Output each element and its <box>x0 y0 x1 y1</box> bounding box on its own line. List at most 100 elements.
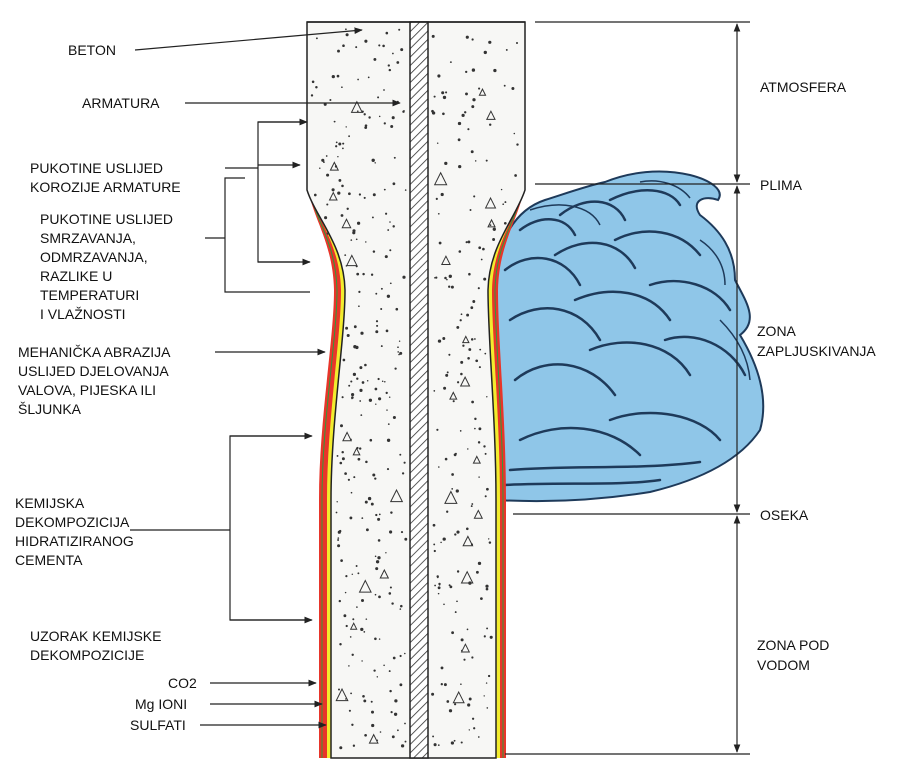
aggregate-dot <box>451 473 454 476</box>
aggregate-dot <box>335 145 338 148</box>
aggregate-dot <box>473 727 476 730</box>
aggregate-dot <box>503 84 506 87</box>
aggregate-dot <box>353 325 357 329</box>
aggregate-dot <box>344 591 347 594</box>
aggregate-dot <box>336 74 340 78</box>
aggregate-stone <box>349 622 358 630</box>
aggregate-dot <box>442 537 446 541</box>
label-uzorak: UZORAK KEMIJSKE DEKOMPOZICIJE <box>30 628 165 663</box>
aggregate-dot <box>438 583 441 586</box>
aggregate-dot <box>468 272 471 276</box>
aggregate-stone <box>329 161 340 171</box>
aggregate-dot <box>338 142 342 146</box>
aggregate-dot <box>458 164 462 169</box>
aggregate-dot <box>362 272 365 276</box>
aggregate-dot <box>448 285 451 288</box>
aggregate-dot <box>375 560 380 564</box>
aggregate-dot <box>374 555 377 558</box>
aggregate-dot <box>372 473 376 477</box>
right-labels: ATMOSFERA PLIMA ZONA ZAPLJUSKIVANJA OSEK… <box>757 79 876 673</box>
label-korozija: PUKOTINE USLIJED KOROZIJE ARMATURE <box>30 160 181 195</box>
aggregate-dot <box>384 255 388 259</box>
aggregate-dot <box>468 729 470 731</box>
aggregate-dot <box>356 221 361 225</box>
aggregate-dot <box>391 602 394 605</box>
smrzavanje-bracket <box>224 177 310 293</box>
aggregate-dot <box>460 683 462 685</box>
aggregate-dot <box>357 457 361 461</box>
aggregate-dot <box>437 466 440 468</box>
aggregate-dot <box>397 346 399 349</box>
aggregate-dot <box>352 231 356 235</box>
aggregate-dot <box>448 584 451 587</box>
aggregate-dot <box>336 501 338 503</box>
wave-curls <box>503 189 747 487</box>
left-labels: BETON ARMATURA PUKOTINE USLIJED KOROZIJE… <box>15 42 197 733</box>
aggregate-dot <box>454 703 457 706</box>
aggregate-dot <box>467 357 470 360</box>
aggregate-dot <box>460 638 464 642</box>
aggregate-dot <box>353 345 357 349</box>
aggregate-stone <box>379 568 390 579</box>
aggregate-dot <box>474 427 476 430</box>
aggregate-dot <box>363 631 366 633</box>
aggregate-dot <box>396 61 400 64</box>
aggregate-dot <box>350 692 353 695</box>
aggregate-stone <box>368 733 379 744</box>
aggregate-dot <box>388 592 392 595</box>
aggregate-dot <box>342 142 345 145</box>
aggregate-dot <box>460 360 464 364</box>
aggregate-stone <box>485 110 496 120</box>
aggregate-dot <box>311 80 315 84</box>
aggregate-dot <box>345 326 349 330</box>
label-mg: Mg IONI <box>135 696 187 712</box>
aggregate-dot <box>350 380 353 383</box>
aggregate-dot <box>479 348 482 351</box>
aggregate-dot <box>385 329 389 333</box>
aggregate-dot <box>373 57 377 61</box>
aggregate-dot <box>321 158 325 162</box>
aggregate-dot <box>378 397 382 401</box>
aggregate-dot <box>492 238 496 241</box>
label-smrzavanje-line: RAZLIKE U <box>40 268 112 284</box>
aggregate-dot <box>465 70 468 74</box>
label-pod-vodom: ZONA POD VODOM <box>757 637 833 673</box>
aggregate-dot <box>462 344 465 347</box>
aggregate-dot <box>449 585 453 589</box>
aggregate-dot <box>352 618 355 621</box>
aggregate-dot <box>372 250 376 253</box>
aggregate-dot <box>352 744 356 747</box>
aggregate-dot <box>487 538 490 540</box>
aggregate-dot <box>470 505 473 508</box>
label-korozija-line: KOROZIJE ARMATURE <box>30 179 181 195</box>
aggregate-dot <box>449 61 452 64</box>
aggregate-dot <box>488 40 492 44</box>
aggregate-dot <box>402 110 405 113</box>
aggregate-dot <box>387 64 390 67</box>
aggregate-dot <box>368 398 373 402</box>
label-kemijska-line: CEMENTA <box>15 552 83 568</box>
aggregate-dot <box>488 541 492 544</box>
aggregate-dot <box>323 161 325 164</box>
aggregate-dot <box>460 313 463 316</box>
aggregate-dot <box>365 528 369 532</box>
wave <box>493 170 765 503</box>
aggregate-dot <box>371 710 374 714</box>
label-uzorak-line: DEKOMPOZICIJE <box>30 647 144 663</box>
aggregate-dot <box>357 78 359 81</box>
aggregate-dot <box>398 353 400 356</box>
aggregate-dot <box>374 387 378 391</box>
aggregate-dot <box>389 689 392 693</box>
aggregate-stone <box>484 196 497 209</box>
aggregate-dot <box>323 102 327 106</box>
aggregate-dot <box>465 35 469 39</box>
aggregate-dot <box>436 428 439 431</box>
aggregate-dot <box>326 232 329 235</box>
aggregate-dot <box>478 366 481 369</box>
aggregate-dot <box>386 468 390 471</box>
aggregate-stone <box>473 509 484 519</box>
aggregate-dot <box>446 510 449 513</box>
aggregate-dot <box>393 156 396 159</box>
aggregate-dot <box>357 572 360 575</box>
